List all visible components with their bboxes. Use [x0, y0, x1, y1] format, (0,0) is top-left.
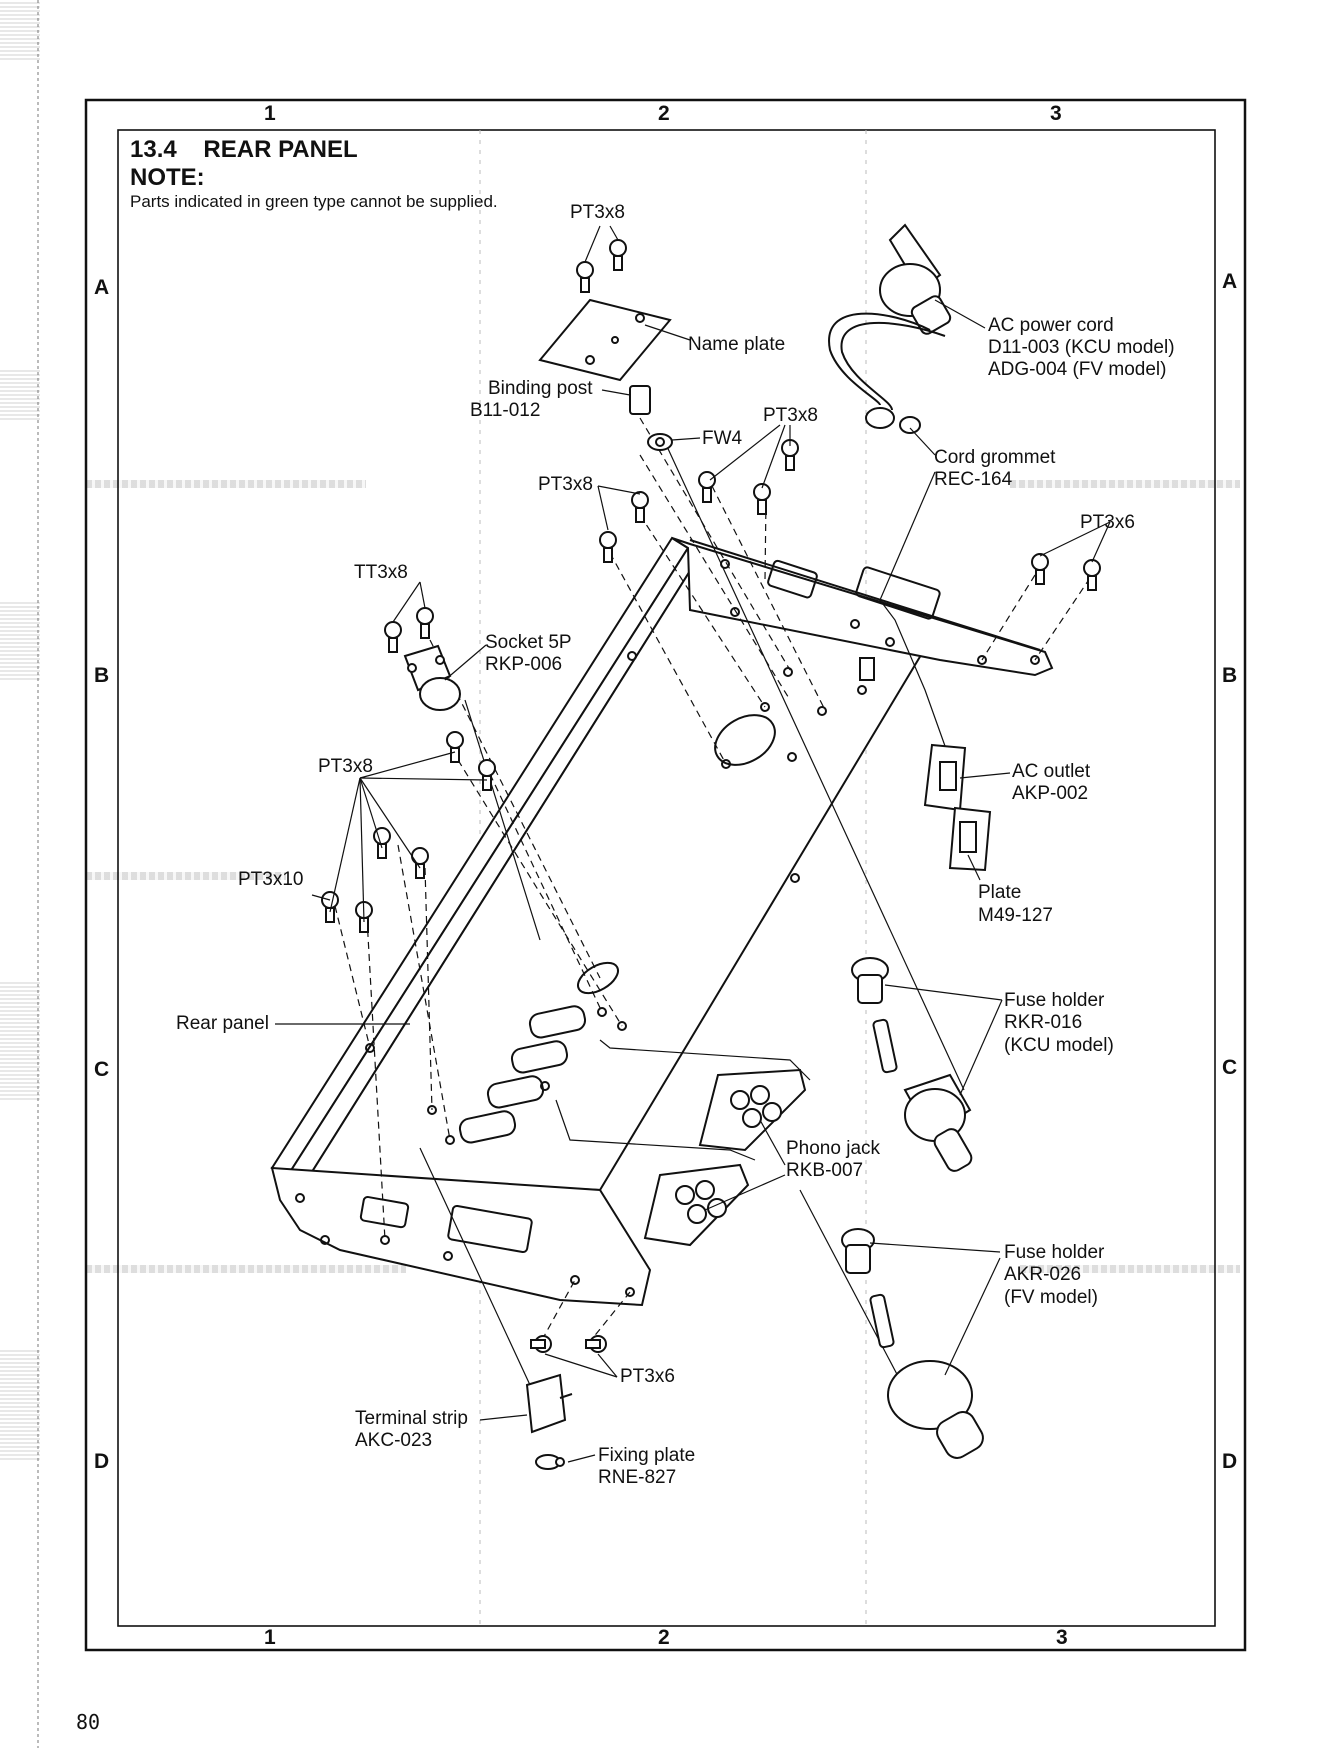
grid-col-3-top: 3	[1050, 102, 1062, 125]
note-text: Parts indicated in green type cannot be …	[130, 192, 498, 211]
grid-row-c-right: C	[1222, 1056, 1238, 1079]
label-binding-post-2: B11-012	[470, 400, 541, 421]
rear-panel-cutouts	[295, 559, 1040, 1297]
label-socket-1: Socket 5P	[485, 632, 572, 653]
outer-frame	[84, 98, 1247, 1652]
label-pt3x6-bottom: PT3x6	[620, 1366, 675, 1387]
ac-power-cord-part	[828, 223, 952, 434]
label-fixing-1: Fixing plate	[598, 1445, 696, 1466]
label-binding-post-1: Binding post	[488, 378, 593, 399]
fuse-holder-kcu-part	[851, 957, 973, 1172]
scan-artifact	[0, 1350, 40, 1460]
assembly-lines	[334, 417, 1091, 1345]
scan-artifact	[0, 0, 40, 60]
grid-row-b-right: B	[1222, 664, 1238, 687]
fold-mark	[86, 1265, 406, 1273]
label-fuse-fv-2: AKR-026	[1004, 1264, 1082, 1285]
label-socket-2: RKP-006	[485, 654, 563, 675]
grid-row-c-left: C	[94, 1058, 110, 1081]
label-cord-grommet-2: REC-164	[934, 469, 1013, 490]
screws	[321, 239, 1101, 1353]
label-pt3x8-mid-left: PT3x8	[538, 474, 593, 495]
label-fuse-kcu-1: Fuse holder	[1004, 990, 1105, 1011]
fuse-holder-fv-part	[841, 1228, 984, 1459]
inner-frame	[117, 129, 1216, 1627]
fold-mark	[1010, 480, 1240, 488]
label-pt3x10: PT3x10	[238, 869, 304, 890]
label-rear-panel: Rear panel	[176, 1013, 269, 1034]
rear-panel-part	[270, 536, 1054, 1307]
fold-mark	[86, 480, 366, 488]
label-ac-outlet-2: AKP-002	[1012, 783, 1089, 804]
label-fixing-2: RNE-827	[598, 1467, 677, 1488]
grid-row-b-left: B	[94, 664, 110, 687]
grid-row-d-left: D	[94, 1450, 110, 1473]
label-fuse-kcu-2: RKR-016	[1004, 1012, 1083, 1033]
label-fuse-kcu-3: (KCU model)	[1004, 1035, 1114, 1056]
label-pt3x6-top: PT3x6	[1080, 512, 1135, 533]
callout-lines	[275, 225, 1111, 1463]
grid-col-1-top: 1	[264, 102, 276, 125]
section-title: REAR PANEL	[203, 136, 358, 163]
grid-col-1-bottom: 1	[264, 1626, 276, 1649]
ac-outlet-part	[859, 657, 992, 872]
label-ac-outlet-1: AC outlet	[1012, 761, 1091, 782]
socket-5p-part	[403, 644, 461, 711]
leader-lines	[419, 439, 965, 1386]
grid-col-2-bottom: 2	[658, 1626, 670, 1649]
note-heading: NOTE:	[130, 164, 205, 191]
name-plate-part	[538, 298, 672, 382]
scan-artifact	[0, 600, 40, 680]
fold-mark	[1020, 1265, 1240, 1273]
label-name-plate: Name plate	[688, 334, 786, 355]
grid-row-a-right: A	[1222, 270, 1238, 293]
label-terminal-2: AKC-023	[355, 1430, 433, 1451]
scan-artifact	[0, 980, 40, 1100]
label-pt3x8-mid-right: PT3x8	[763, 405, 818, 426]
label-fw4: FW4	[702, 428, 743, 449]
grid-col-2-top: 2	[658, 102, 670, 125]
terminal-strip-part	[525, 1373, 573, 1470]
grid-row-a-left: A	[94, 276, 110, 299]
label-cord-grommet-1: Cord grommet	[934, 447, 1056, 468]
label-ac-cord-3: ADG-004 (FV model)	[988, 359, 1167, 380]
label-terminal-1: Terminal strip	[355, 1408, 468, 1429]
label-tt3x8: TT3x8	[354, 562, 408, 583]
label-plate-1: Plate	[978, 882, 1022, 903]
label-ac-cord-1: AC power cord	[988, 315, 1114, 336]
section-heading: 13.4 REAR PANEL NOTE:	[130, 136, 358, 192]
label-phono-1: Phono jack	[786, 1138, 881, 1159]
label-phono-2: RKB-007	[786, 1160, 864, 1181]
section-number: 13.4	[130, 136, 177, 163]
page-number: 80	[76, 1710, 101, 1734]
grid-row-d-right: D	[1222, 1450, 1238, 1473]
label-pt3x8-left: PT3x8	[318, 756, 373, 777]
label-pt3x8-top: PT3x8	[570, 202, 625, 223]
fold-mark	[86, 872, 286, 880]
grid-col-3-bottom: 3	[1056, 1626, 1068, 1649]
phono-jack-parts	[643, 1068, 807, 1247]
label-fuse-fv-1: Fuse holder	[1004, 1242, 1105, 1263]
label-fuse-fv-3: (FV model)	[1004, 1287, 1098, 1308]
scan-artifact	[0, 370, 40, 420]
label-plate-2: M49-127	[978, 905, 1053, 926]
label-ac-cord-2: D11-003 (KCU model)	[988, 337, 1175, 358]
